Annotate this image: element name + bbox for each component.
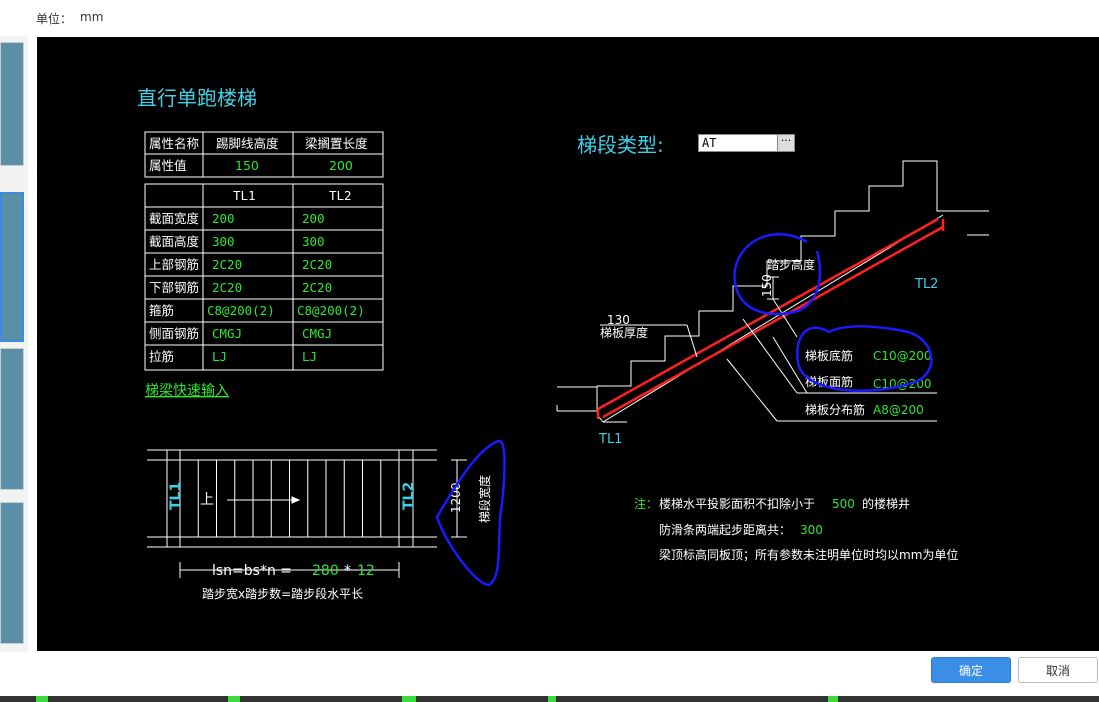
props-header-kick-height: 踢脚线高度 [216,136,279,151]
drawing-title: 直行单跑楼梯 [137,86,257,110]
beam-row-label: 下部钢筋 [149,280,199,295]
section-tl2-label: TL2 [914,277,938,292]
taskbar-indicator [402,696,416,702]
quick-input-link[interactable]: 梯梁快速输入 [145,383,229,399]
thickness-label: 梯板厚度 [600,325,648,340]
props-rest-length-value[interactable]: 200 [329,158,353,173]
beam-tl1-value[interactable]: 300 [212,234,235,249]
segment-type-label: 梯段类型: [577,133,664,157]
stair-section: 踏步高度 150 130 梯板厚度 梯板底筋 C10@200 梯板面筋 C10@… [556,160,989,447]
plan-formula-note: 踏步宽x踏步数=踏步段水平长 [202,586,363,601]
beam-row-label: 箍筋 [149,303,174,318]
beam-tl2-value[interactable]: LJ [302,349,317,364]
thumbnail-sidebar [0,36,28,652]
beam-tl1-value[interactable]: 200 [212,211,235,226]
note-line2-value[interactable]: 300 [800,523,823,537]
note-line1-value[interactable]: 500 [832,497,855,511]
dialog-header: 单位： mm [0,0,1099,36]
plan-times-sign: * [344,563,351,579]
beam-tl1-value[interactable]: 2C20 [212,257,242,272]
segment-type-value: AT [702,136,717,150]
props-kick-height-value[interactable]: 150 [235,158,259,173]
step-height-label: 踏步高度 [767,257,815,272]
taskbar-indicator [228,696,240,702]
thickness-value: 130 [607,313,630,327]
beam-tl2-value[interactable]: 2C20 [302,257,332,272]
properties-table [144,131,384,178]
plan-tl2-label: TL2 [401,482,417,510]
beam-tl1-value[interactable]: LJ [212,349,227,364]
note-line2-a: 防滑条两端起步距离共： [659,522,791,537]
beam-col-tl2: TL2 [329,188,352,203]
plan-tl1-label: TL1 [168,482,184,510]
plan-width-label: 梯段宽度 [477,475,492,523]
segment-type-more-button[interactable]: ··· [777,134,795,152]
top-bar-label: 梯板面筋 [805,374,853,389]
props-header-rest-length: 梁搁置长度 [305,136,368,151]
props-header-name: 属性名称 [149,136,199,151]
taskbar-indicator [828,696,838,702]
beam-tl2-value[interactable]: 200 [302,211,325,226]
note-prefix: 注： [634,496,658,511]
beam-row-label: 上部钢筋 [149,257,199,272]
taskbar-indicator [548,696,556,702]
thumbnail-stair-type-3[interactable] [0,348,24,490]
beam-tl1-value[interactable]: 2C20 [212,280,242,295]
dist-bar-label: 梯板分布筋 [805,402,865,417]
plan-n-value[interactable]: 12 [357,563,375,579]
thumbnail-stair-type-2[interactable] [0,192,24,342]
beam-row-label: 截面高度 [149,234,200,249]
note-line3: 梁顶标高同板顶；所有参数未注明单位时均以mm为单位 [659,547,958,562]
ok-button[interactable]: 确定 [931,657,1011,683]
beam-tl2-value[interactable]: 300 [302,234,325,249]
bottom-bar-label: 梯板底筋 [805,348,853,363]
blue-annotations [435,233,933,587]
unit-label: 单位： [36,12,73,26]
thumbnail-stair-type-4[interactable] [0,502,24,644]
plan-formula-prefix: lsn=bs*n = [212,563,292,579]
beam-tl2-value[interactable]: 2C20 [302,280,332,295]
beam-tl2-value[interactable]: CMGJ [302,326,332,341]
beam-row-label: 拉筋 [149,349,174,364]
section-tl1-label: TL1 [598,432,622,447]
cancel-button[interactable]: 取消 [1018,657,1098,683]
beam-row-label: 截面宽度 [149,211,200,226]
step-height-value: 150 [760,274,774,297]
note-line1-a: 楼梯水平投影面积不扣除小于 [659,496,815,511]
beam-tl2-value[interactable]: C8@200(2) [297,303,365,318]
dist-bar-value[interactable]: A8@200 [873,403,924,417]
beam-row-label: 侧面钢筋 [149,326,199,341]
beam-col-tl1: TL1 [233,188,256,203]
thumbnail-stair-type-1[interactable] [0,42,24,166]
taskbar-indicator [36,696,48,702]
unit-value: mm [80,10,104,24]
stair-plan: TL1 TL2 上 1200 梯段宽度 lsn=bs*n = 280 * 12 … [147,449,492,601]
plan-bs-value[interactable]: 280 [312,563,339,579]
drawing-canvas: 直行单跑楼梯 属性名称 踢脚线高度 梁搁置长度 属性值 150 200 TL1 … [37,37,1099,651]
note-line1-b: 的楼梯井 [862,496,910,511]
props-row-label: 属性值 [149,158,187,173]
drawing-svg: 直行单跑楼梯 属性名称 踢脚线高度 梁搁置长度 属性值 150 200 TL1 … [137,86,989,601]
beam-tl1-value[interactable]: CMGJ [212,326,242,341]
beam-table [144,183,384,371]
beam-tl1-value[interactable]: C8@200(2) [207,303,275,318]
dialog-footer [0,652,1099,696]
bottom-bar-value[interactable]: C10@200 [873,349,932,363]
plan-up-label: 上 [200,492,214,508]
notes: 注： 楼梯水平投影面积不扣除小于 500 的楼梯井 防滑条两端起步距离共： 30… [634,496,958,562]
